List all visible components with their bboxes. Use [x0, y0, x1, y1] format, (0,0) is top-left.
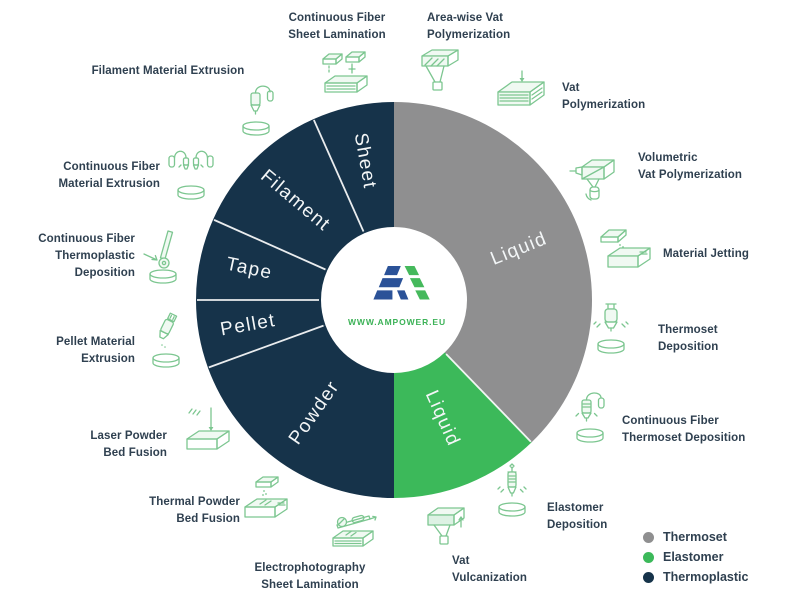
material-legend: Thermoset Elastomer Thermoplastic: [643, 527, 748, 587]
continuous-fiber-sheet-lamination-icon: [322, 51, 368, 93]
label-pellet-material-extrusion: Pellet Material Extrusion: [56, 336, 135, 365]
thermoset-deposition-icon: [593, 303, 629, 354]
wedge-powder: [207, 324, 394, 498]
continuous-fiber-material-extrusion-icon: [168, 150, 214, 200]
pellet-material-extrusion-icon: [152, 312, 180, 368]
area-wise-vat-polymerization-icon: [421, 49, 459, 91]
continuous-fiber-thermoset-deposition-icon: [575, 392, 605, 443]
label-volumetric-vat-polymerization: Volumetric Vat Polymerization: [638, 152, 743, 181]
label-continuous-fiber-sheet-lamination: Continuous Fiber Sheet Lamination: [288, 12, 386, 41]
label-material-jetting: Material Jetting: [663, 248, 749, 260]
wedge-divider: [213, 219, 326, 271]
thermal-powder-bed-fusion-icon: [244, 476, 288, 518]
wedge-tape: [196, 219, 328, 300]
label-laser-powder-bed-fusion: Laser Powder Bed Fusion: [90, 430, 167, 459]
thermoplastic-color-dot: [643, 571, 654, 583]
label-continuous-fiber-thermoplastic-deposition: Continuous Fiber Thermoplastic Depositio…: [38, 233, 135, 279]
ampower-website-url: WWW.AMPOWER.EU: [347, 317, 447, 327]
vat-polymerization-icon: [497, 70, 545, 106]
elastomer-deposition-icon: [497, 463, 527, 517]
label-area-wise-vat-polymerization: Area-wise Vat Polymerization: [427, 12, 511, 41]
label-thermoset-deposition: Thermoset Deposition: [658, 324, 719, 353]
wedge-divider: [313, 119, 365, 232]
thermoset-color-dot: [643, 531, 654, 543]
label-filament-material-extrusion: Filament Material Extrusion: [91, 65, 245, 77]
label-vat-vulcanization: Vat Vulcanization: [452, 555, 527, 584]
label-continuous-fiber-thermoset-deposition: Continuous Fiber Thermoset Deposition: [622, 415, 746, 444]
label-electrophotography-sheet-lamination: Electrophotography Sheet Lamination: [254, 562, 366, 591]
donut-chart: LiquidLiquidPowderPelletTapeFilamentShee…: [196, 102, 592, 498]
elastomer-color-dot: [643, 551, 654, 563]
wedge-sheet: [313, 102, 394, 234]
label-thermal-powder-bed-fusion: Thermal Powder Bed Fusion: [149, 496, 240, 525]
wedge-pellet: [196, 300, 326, 368]
wedge-divider: [208, 324, 324, 369]
legend-item-elastomer: Elastomer: [643, 547, 748, 567]
wedge-liquid-elastomer: [394, 352, 532, 498]
label-continuous-fiber-material-extrusion: Continuous Fiber Material Extrusion: [58, 161, 160, 190]
legend-item-thermoset: Thermoset: [643, 527, 748, 547]
laser-powder-bed-fusion-icon: [186, 407, 230, 450]
ampower-logo: [373, 266, 430, 300]
volumetric-vat-polymerization-icon: [569, 159, 615, 201]
label-vat-polymerization: Vat Polymerization: [562, 82, 646, 111]
legend-item-thermoplastic: Thermoplastic: [643, 567, 748, 587]
material-jetting-icon: [600, 229, 651, 268]
wedge-liquid-thermoset: [394, 102, 592, 443]
electrophotography-sheet-lamination-icon: [332, 514, 377, 547]
wedge-filament: [213, 119, 365, 271]
label-elastomer-deposition: Elastomer Deposition: [547, 502, 608, 531]
continuous-fiber-thermoplastic-deposition-icon: [143, 230, 177, 284]
vat-vulcanization-icon: [427, 507, 465, 545]
filament-material-extrusion-icon: [242, 85, 274, 136]
wedge-divider: [445, 353, 532, 443]
